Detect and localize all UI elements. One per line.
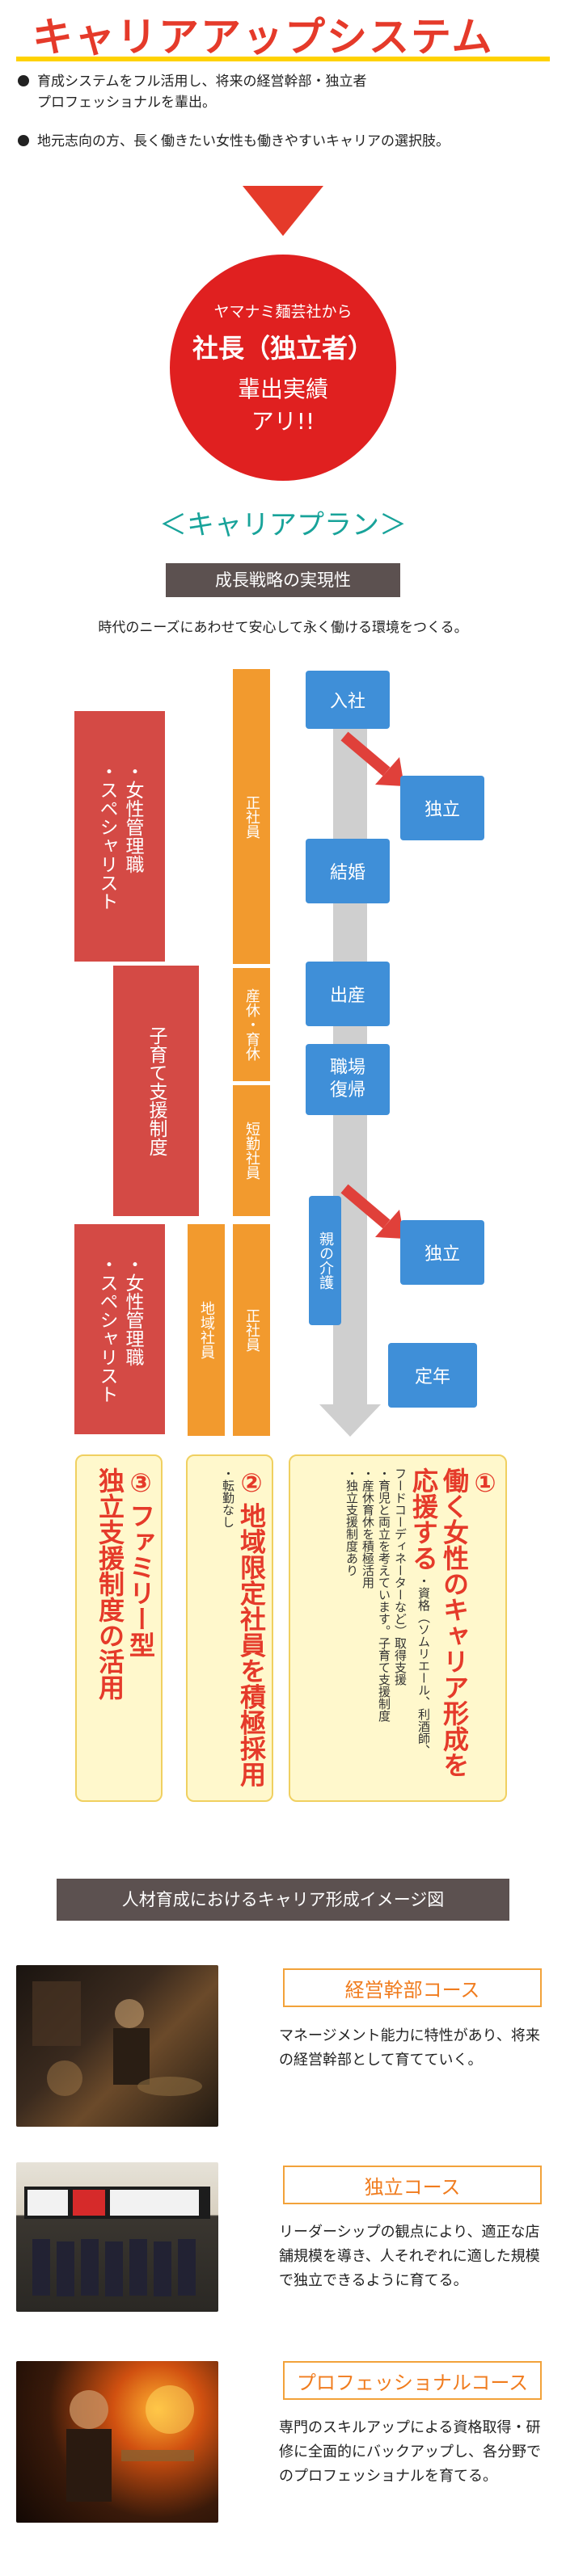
card-title: 働く女性のキャリア形成を 応援する: [408, 1467, 470, 1778]
timeline-arrow-icon: [319, 1404, 381, 1437]
orange-box-fulltime: 正社員: [233, 1224, 270, 1436]
storefront-photo-icon: [24, 2187, 210, 2296]
branch-arrow-icon: [340, 731, 404, 786]
branch-arrow-icon: [340, 1184, 404, 1239]
stage-return: 職場 復帰: [306, 1044, 390, 1115]
stage-care: 親の介護: [309, 1196, 341, 1325]
badge-line2: 社長（独立者）: [192, 332, 374, 364]
card-title: ファミリー型 独立支援制度の活用: [95, 1467, 156, 1700]
strategy-label: 成長戦略の実現性: [166, 563, 400, 597]
course-title: 独立コース: [283, 2166, 542, 2204]
stage-childbirth: 出産: [306, 962, 390, 1026]
card-regional-staff: ② 地域限定社員を積極採用 ・転勤なし: [186, 1454, 273, 1802]
tagline: 時代のニーズにあわせて安心して永く働ける環境をつくる。: [98, 620, 468, 636]
chef-photo-icon: [66, 2385, 194, 2502]
course-desc: リーダーシップの観点により、適正な店舗規模を導き、人それぞれに適した規模で独立で…: [279, 2224, 540, 2289]
photo-chef: [16, 2361, 218, 2523]
card-desc: ・転勤なし: [221, 1467, 235, 1528]
bullet-text: 育成システムをフル活用し、将来の経営幹部・独立者 プロフェッショナルを輩出。: [37, 74, 367, 111]
stage-marriage: 結婚: [306, 839, 390, 903]
orange-box-fulltime: 正社員: [233, 669, 270, 964]
career-plan-heading: ＜キャリアプラン＞: [159, 509, 407, 541]
badge-line4: アリ!!: [251, 407, 315, 435]
page-title: キャリアアップシステム: [32, 14, 494, 61]
card-title: 地域限定社員を積極採用: [236, 1502, 267, 1787]
image-section-heading: 人材育成におけるキャリア形成イメージ図: [57, 1879, 509, 1921]
photo-storefront: [16, 2162, 218, 2312]
orange-box-regional: 地域社員: [188, 1224, 225, 1436]
stage-independence: 独立: [400, 776, 484, 840]
badge-line3: 輩出実績: [237, 375, 328, 402]
bullet-dot-icon: [18, 135, 29, 146]
bullet-item: 地元志向の方、長く働きたい女性も働きやすいキャリアの選択肢。: [18, 131, 450, 152]
course-title: プロフェッショナルコース: [283, 2361, 542, 2400]
card-number: ②: [236, 1467, 267, 1498]
course-desc: 専門のスキルアップによる資格取得・研修に全面的にバックアップし、各分野でのプロフ…: [279, 2419, 541, 2485]
red-box-childcare: 子育て支援制度: [113, 966, 199, 1216]
course-title: 経営幹部コース: [283, 1968, 542, 2007]
card-family-support: ③ ファミリー型 独立支援制度の活用: [75, 1454, 163, 1802]
stage-join: 入社: [306, 671, 390, 729]
achievement-badge: ヤマナミ麺芸社から 社長（独立者） 輩出実績 アリ!!: [170, 255, 396, 481]
card-number: ③: [125, 1467, 156, 1498]
red-box-career: ・女性管理職 ・スペシャリスト: [74, 1224, 165, 1434]
bullet-item: 育成システムをフル活用し、将来の経営幹部・独立者 プロフェッショナルを輩出。: [18, 71, 367, 113]
red-box-career: ・女性管理職 ・スペシャリスト: [74, 711, 165, 962]
bullet-dot-icon: [18, 75, 29, 86]
kitchen-photo-icon: [32, 1981, 202, 2096]
stage-retirement: 定年: [388, 1343, 477, 1408]
course-desc: マネージメント能力に特性があり、将来の経営幹部として育てていく。: [279, 2027, 540, 2069]
card-desc: ・資格（ソムリエール、利酒師、 フードコーディネーターなど）取得支援 ・育児と両…: [344, 1467, 431, 1757]
photo-kitchen: [16, 1965, 218, 2127]
orange-box-leave: 産休・育休: [233, 968, 270, 1081]
title-underline: [16, 57, 550, 61]
bullet-text: 地元志向の方、長く働きたい女性も働きやすいキャリアの選択肢。: [37, 133, 450, 149]
orange-box-shorttime: 短勤社員: [233, 1085, 270, 1216]
stage-independence: 独立: [400, 1220, 484, 1285]
card-women-career: ① 働く女性のキャリア形成を 応援する ・資格（ソムリエール、利酒師、 フードコ…: [289, 1454, 507, 1802]
card-number: ①: [470, 1467, 501, 1498]
down-arrow-icon: [243, 186, 323, 236]
badge-line1: ヤマナミ麺芸社から: [213, 302, 353, 321]
